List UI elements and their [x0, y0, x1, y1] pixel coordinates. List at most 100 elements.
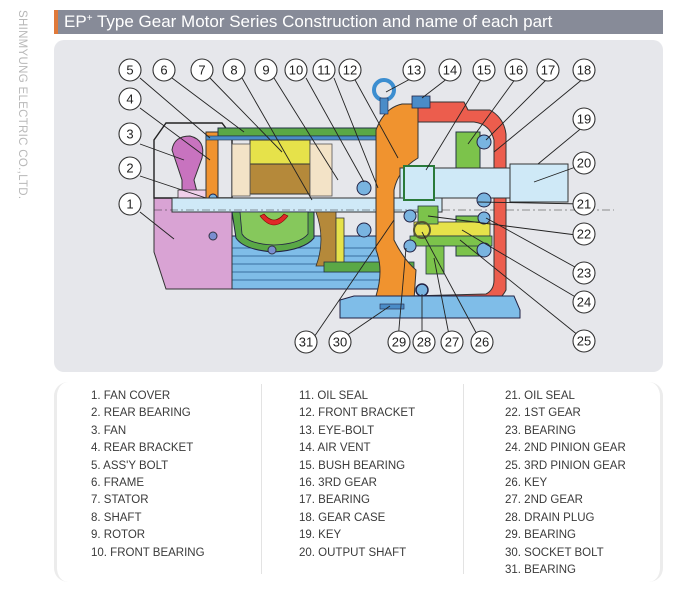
page-title: EP+ Type Gear Motor Series Construction …	[54, 10, 663, 34]
callout-30: 30	[328, 330, 352, 354]
callout-9: 9	[254, 58, 278, 82]
callout-22: 22	[572, 222, 596, 246]
callout-15: 15	[472, 58, 496, 82]
callout-31: 31	[294, 330, 318, 354]
part-item: 18. GEAR CASE	[299, 511, 386, 524]
callout-13: 13	[402, 58, 426, 82]
callout-1: 1	[118, 192, 142, 216]
svg-text:12: 12	[343, 63, 357, 78]
svg-text:26: 26	[475, 335, 489, 350]
bush-bearing-shape	[403, 165, 435, 201]
part-item: 24. 2ND PINION GEAR	[505, 442, 626, 455]
callout-5: 5	[118, 58, 142, 82]
svg-text:10: 10	[289, 63, 303, 78]
part-item: 3. FAN	[91, 424, 127, 437]
part-item: 10. FRONT BEARING	[91, 546, 205, 559]
part-item: 25. 3RD PINION GEAR	[505, 459, 626, 472]
fan-shape	[171, 135, 204, 197]
parts-column-3: 21. OIL SEAL 22. 1ST GEAR 23. BEARING 24…	[505, 388, 626, 579]
parts-column-1: 1. FAN COVER 2. REAR BEARING 3. FAN 4. R…	[91, 388, 205, 562]
svg-text:4: 4	[126, 92, 133, 107]
svg-text:22: 22	[577, 227, 591, 242]
part-item: 6. FRAME	[91, 476, 145, 489]
callout-10: 10	[284, 58, 308, 82]
part-item: 15. BUSH BEARING	[299, 459, 406, 472]
svg-text:1: 1	[126, 197, 133, 212]
title-superscript: +	[86, 13, 93, 24]
air-vent-shape	[411, 95, 431, 109]
callout-8: 8	[222, 58, 246, 82]
svg-text:24: 24	[577, 295, 591, 310]
svg-text:19: 19	[577, 112, 591, 127]
column-divider	[463, 384, 464, 574]
leader-lines	[139, 77, 585, 341]
svg-text:17: 17	[541, 63, 555, 78]
svg-text:15: 15	[477, 63, 491, 78]
column-divider	[261, 384, 262, 574]
motor-drawing	[153, 78, 614, 319]
part-item: 2. REAR BEARING	[91, 407, 191, 420]
svg-text:20: 20	[577, 156, 591, 171]
part-item: 17. BEARING	[299, 494, 370, 507]
callout-18: 18	[572, 58, 596, 82]
callout-11: 11	[312, 58, 336, 82]
part-item: 16. 3RD GEAR	[299, 476, 377, 489]
part-item: 28. DRAIN PLUG	[505, 511, 595, 524]
cooling-gear-red	[259, 213, 289, 226]
assy-bolt	[205, 135, 405, 141]
callout-12: 12	[338, 58, 362, 82]
svg-text:9: 9	[262, 63, 269, 78]
svg-text:6: 6	[160, 63, 167, 78]
callout-6: 6	[152, 58, 176, 82]
front-bearing-shape	[356, 180, 372, 196]
callout-16: 16	[504, 58, 528, 82]
svg-text:2: 2	[126, 161, 133, 176]
callout-20: 20	[572, 151, 596, 175]
part-item: 4. REAR BRACKET	[91, 442, 194, 455]
svg-text:27: 27	[445, 335, 459, 350]
socket-bolt-shape	[379, 303, 405, 310]
callout-7: 7	[190, 58, 214, 82]
svg-text:13: 13	[407, 63, 421, 78]
svg-text:18: 18	[577, 63, 591, 78]
svg-text:8: 8	[230, 63, 237, 78]
front-bracket-shape	[375, 103, 419, 301]
rotor-shape	[249, 163, 311, 195]
part-item: 23. BEARING	[505, 424, 576, 437]
part-item: 7. STATOR	[91, 494, 149, 507]
callout-3: 3	[118, 122, 142, 146]
callout-23: 23	[572, 261, 596, 285]
svg-text:21: 21	[577, 197, 591, 212]
part-item: 13. EYE-BOLT	[299, 424, 375, 437]
svg-text:16: 16	[509, 63, 523, 78]
part-item: 31. BEARING	[505, 563, 576, 576]
part-item: 29. BEARING	[505, 529, 576, 542]
part-item: 22. 1ST GEAR	[505, 407, 581, 420]
svg-text:7: 7	[198, 63, 205, 78]
svg-text:25: 25	[577, 334, 591, 349]
part-item: 12. FRONT BRACKET	[299, 407, 416, 420]
svg-text:23: 23	[577, 266, 591, 281]
part-item: 9. ROTOR	[91, 529, 146, 542]
svg-text:3: 3	[126, 127, 133, 142]
callout-28: 28	[412, 330, 436, 354]
callout-25: 25	[572, 329, 596, 353]
part-item: 27. 2ND GEAR	[505, 494, 583, 507]
callout-19: 19	[572, 107, 596, 131]
callout-17: 17	[536, 58, 560, 82]
second-gear-shape	[425, 245, 445, 275]
gear-motor-cross-section: 1 2 3 4 5 6 7 8 9 10 11 12 13 14 15 16 1…	[118, 58, 614, 354]
svg-text:5: 5	[126, 63, 133, 78]
callout-4: 4	[118, 87, 142, 111]
key-shape	[413, 221, 431, 239]
parts-column-2: 11. OIL SEAL 12. FRONT BRACKET 13. EYE-B…	[299, 388, 415, 562]
title-prefix: EP	[64, 12, 87, 31]
callout-26: 26	[470, 330, 494, 354]
rear-bracket-shape	[205, 131, 219, 203]
part-item: 26. KEY	[505, 476, 548, 489]
part-item: 20. OUTPUT SHAFT	[299, 546, 407, 559]
svg-text:31: 31	[299, 335, 313, 350]
part-item: 11. OIL SEAL	[299, 390, 369, 402]
part-item: 30. SOCKET BOLT	[505, 546, 604, 559]
callout-29: 29	[387, 330, 411, 354]
